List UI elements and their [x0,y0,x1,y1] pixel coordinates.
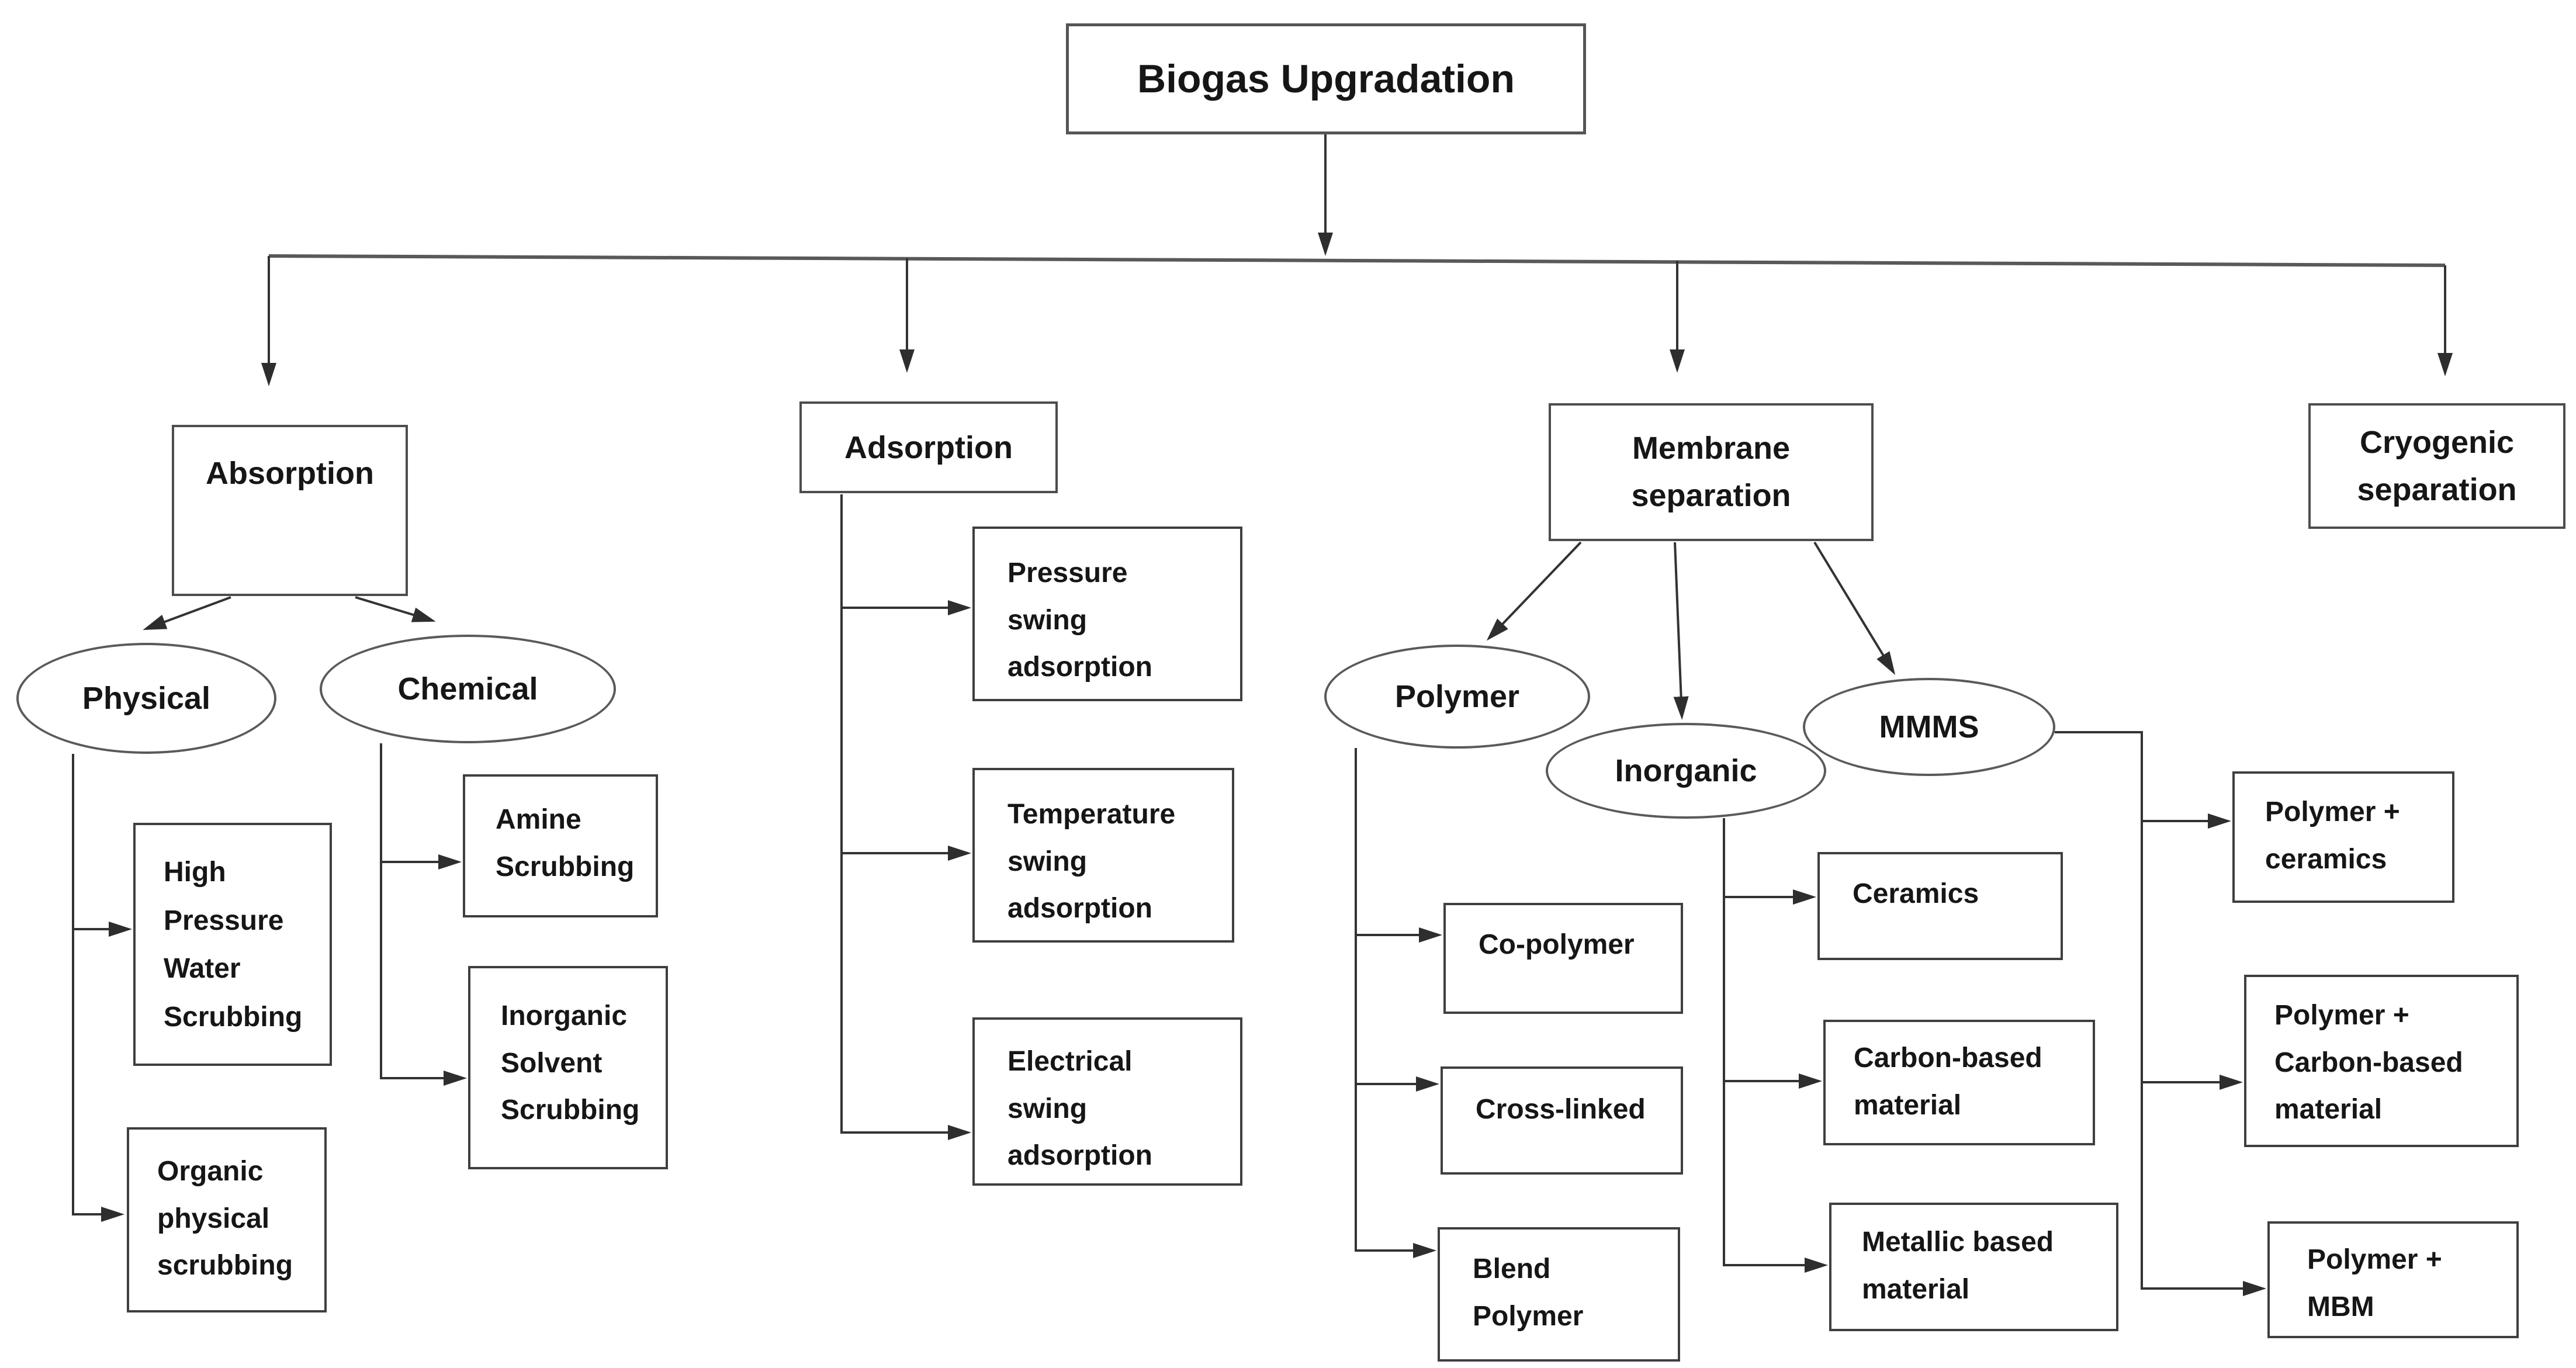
node-polymer-label: Polymer [1394,679,1520,714]
node-carbon-based-material-label: Carbon-based material [1854,1043,2042,1121]
node-mmms-label: MMMS [1879,709,1979,744]
node-inorganic-solvent-scrubbing-label: Inorganic Solvent Scrubbing [501,1000,640,1126]
node-polymer: Polymer [1324,645,1590,749]
node-amine-scrubbing: Amine Scrubbing [463,774,658,917]
node-polymer-mbm-label: Polymer + MBM [2307,1244,2442,1322]
node-ceramics-label: Ceramics [1853,878,1979,909]
node-adsorption-label: Adsorption [844,430,1013,465]
node-inorganic-solvent-scrubbing: Inorganic Solvent Scrubbing [468,966,668,1169]
edge-chemical-inorganic-solvent [380,743,467,1086]
node-polymer-carbon-based-material-label: Polymer + Carbon-based material [2274,1000,2463,1125]
title-node: Biogas Upgradation [1066,23,1586,134]
edge-physical-organic [72,754,124,1222]
node-polymer-ceramics: Polymer + ceramics [2232,771,2454,903]
node-organic-physical-scrubbing-label: Organic physical scrubbing [157,1156,293,1282]
node-cryogenic-separation-label: Cryogenic separation [2357,424,2517,507]
node-copolymer: Co-polymer [1443,903,1683,1014]
node-membrane-separation-label: Membrane separation [1631,431,1791,513]
node-mmms: MMMS [1803,678,2055,776]
edge-absorption-physical [143,596,231,631]
node-inorganic: Inorganic [1546,723,1826,819]
node-crosslinked-label: Cross-linked [1476,1094,1646,1125]
node-blend-polymer: Blend Polymer [1438,1227,1680,1362]
node-polymer-mbm: Polymer + MBM [2267,1221,2519,1338]
node-polymer-carbon-based-material: Polymer + Carbon-based material [2244,975,2519,1147]
edge-membrane-polymer [1486,541,1582,641]
node-copolymer-label: Co-polymer [1479,929,1635,960]
node-polymer-ceramics-label: Polymer + ceramics [2265,796,2400,875]
edge-polymer-blend [1355,748,1436,1258]
node-organic-physical-scrubbing: Organic physical scrubbing [127,1127,327,1312]
distributor-line [268,254,2446,267]
edge-absorption-chemical [355,596,436,622]
node-absorption-label: Absorption [206,456,374,491]
node-amine-scrubbing-label: Amine Scrubbing [496,804,635,882]
node-inorganic-label: Inorganic [1615,753,1757,788]
node-physical-label: Physical [82,681,211,716]
node-high-pressure-water-scrubbing-label: High Pressure Water Scrubbing [164,857,303,1033]
node-cryogenic-separation: Cryogenic separation [2308,403,2565,529]
title-label: Biogas Upgradation [1137,57,1515,101]
node-adsorption: Adsorption [799,401,1058,493]
node-temperature-swing-adsorption: Temperature swing adsorption [972,768,1234,943]
node-absorption: Absorption [172,425,408,596]
node-blend-polymer-label: Blend Polymer [1473,1253,1584,1332]
node-ceramics: Ceramics [1817,852,2063,960]
node-membrane-separation: Membrane separation [1549,403,1874,541]
edge-membrane-mmms [1813,541,1896,676]
edge-membrane-inorganic [1673,542,1689,720]
node-metallic-based-material-label: Metallic based material [1862,1227,2054,1305]
node-metallic-based-material: Metallic based material [1829,1203,2118,1331]
edge-mmms-polymer-mbm [2055,731,2266,1296]
node-temperature-swing-adsorption-label: Temperature swing adsorption [1007,799,1176,924]
edge-inorganic-metallic [1723,818,1828,1273]
node-pressure-swing-adsorption-label: Pressure swing adsorption [1007,557,1152,683]
node-crosslinked: Cross-linked [1441,1066,1683,1175]
node-pressure-swing-adsorption: Pressure swing adsorption [972,527,1242,701]
node-physical: Physical [16,643,276,754]
node-chemical-label: Chemical [397,671,538,706]
node-carbon-based-material: Carbon-based material [1823,1020,2095,1145]
node-high-pressure-water-scrubbing: High Pressure Water Scrubbing [133,823,332,1066]
node-chemical: Chemical [320,635,616,743]
edge-adsorption-esa [840,494,971,1140]
node-electrical-swing-adsorption: Electrical swing adsorption [972,1017,1242,1186]
node-electrical-swing-adsorption-label: Electrical swing adsorption [1007,1046,1152,1172]
